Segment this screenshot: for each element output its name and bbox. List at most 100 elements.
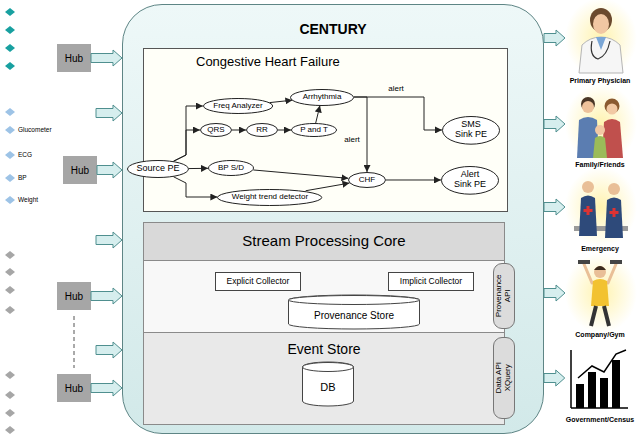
- operator-ellipse: P and T: [291, 123, 337, 137]
- red-cross: [610, 211, 619, 214]
- cylinder-body: [289, 295, 420, 329]
- hub-box: Hub: [57, 44, 91, 72]
- family-body: [593, 136, 607, 158]
- block-arrow: [544, 30, 565, 46]
- system-boundary: CENTURY Congestive Heart FailureSource PE…: [122, 4, 544, 434]
- hub-box: Hub: [57, 282, 91, 310]
- api-tab: Data API XQuery: [493, 337, 515, 419]
- sensor-diamond: [5, 62, 15, 70]
- flow-arrow: [354, 97, 442, 130]
- sensor-diamond: [5, 174, 15, 182]
- picture-glow: [565, 167, 637, 247]
- operator-label: CHF: [359, 176, 375, 185]
- sensor-diamond: [5, 8, 15, 16]
- sensor-label: Weight: [18, 196, 38, 203]
- recipient-caption: Company/Gym: [575, 331, 624, 339]
- ellipse-shape: [201, 124, 232, 137]
- medic-face: [608, 183, 620, 195]
- block-arrow: [544, 199, 565, 215]
- event-store-band: Event StoreDBData API XQuery: [143, 332, 505, 425]
- ellipse-shape: [292, 124, 337, 137]
- continuation-dashes: [74, 316, 75, 368]
- operator-label: Weight trend detector: [232, 193, 308, 202]
- operator-ellipse: Weight trend detector: [217, 189, 322, 206]
- core-panel: Stream Processing CoreExplicit Collector…: [143, 222, 505, 425]
- sensor-label: BP: [18, 174, 27, 181]
- ellipse-shape: [443, 116, 500, 144]
- input-block-arrow: [96, 105, 122, 121]
- band-rule: [144, 260, 504, 261]
- sensor-diamond: [5, 286, 15, 294]
- input-block-arrow: [96, 342, 122, 358]
- family-face: [595, 125, 605, 135]
- recipient-caption: Primary Physician: [570, 77, 631, 85]
- band-fill: [144, 260, 504, 332]
- input-block-arrow: [96, 232, 122, 248]
- dumbbell: [610, 260, 622, 264]
- picture-glow: [565, 84, 637, 164]
- census-bar: [600, 378, 608, 408]
- db-label: DB: [320, 381, 335, 393]
- sensor-diamond: [5, 251, 15, 259]
- sensor-label: Glucometer: [18, 126, 52, 133]
- store-title: Event Store: [287, 342, 360, 357]
- sensor-label: ECG: [18, 151, 32, 158]
- ellipse-shape: [442, 166, 499, 194]
- api-label: Provenance API: [495, 273, 513, 319]
- system-title: CENTURY: [299, 22, 366, 37]
- athlete-leg: [591, 306, 596, 326]
- sensor-diamond: [5, 426, 15, 434]
- cylinder-rim: [303, 363, 354, 372]
- application-panel: Congestive Heart FailureSource PEFreq An…: [143, 48, 508, 212]
- flow-arrow: [232, 130, 246, 131]
- operator-label: Arrhythmia: [303, 93, 342, 102]
- recipient-caption: Government/Census: [566, 416, 634, 424]
- census-bar: [576, 384, 584, 408]
- flow-arrow: [354, 97, 367, 172]
- ellipse-shape: [349, 173, 386, 188]
- stethoscope: [591, 41, 610, 59]
- collector-box: Implicit Collector: [388, 272, 474, 291]
- api-label: Data API XQuery: [495, 360, 513, 396]
- core-title: Stream Processing Core: [242, 233, 405, 250]
- physician-face: [593, 14, 609, 34]
- census-trend: [578, 350, 626, 378]
- physician-shirt: [596, 37, 606, 50]
- recipient-caption: Family/Friends: [575, 161, 624, 169]
- sink-label: SMS Sink PE: [453, 120, 489, 140]
- ellipse-shape: [209, 161, 254, 176]
- medic-face: [582, 181, 594, 193]
- sensor-diamond: [5, 108, 15, 116]
- flow-arrow: [174, 130, 200, 161]
- operator-label: QRS: [207, 126, 224, 135]
- sink-ellipse: Alert Sink PE: [441, 166, 499, 195]
- flow-arrow: [174, 177, 218, 197]
- sensor-diamond: [5, 306, 15, 314]
- operator-label: BP S/D: [218, 164, 244, 173]
- flow-arrow: [306, 183, 350, 191]
- dumbbell: [578, 260, 590, 264]
- census-ground: [568, 346, 630, 412]
- sensor-diamond: [5, 126, 15, 134]
- flow-arrow: [316, 105, 320, 123]
- medic-body: [605, 198, 623, 239]
- family-face: [607, 104, 618, 115]
- operator-ellipse: CHF: [348, 172, 386, 188]
- operator-ellipse: QRS: [200, 123, 232, 137]
- operator-ellipse: Freq Analyzer: [203, 98, 273, 114]
- sensor-diamond: [5, 44, 15, 52]
- flow-arrow: [270, 100, 293, 102]
- store-cylinder: Provenance Store: [288, 295, 420, 329]
- cylinder-rim: [289, 296, 420, 305]
- sensor-diamond: [5, 151, 15, 159]
- recipient-picture: Government/Census: [565, 345, 635, 424]
- flow-arrow: [386, 179, 441, 180]
- flow-arrow: [278, 130, 291, 131]
- medic-body: [579, 196, 597, 237]
- ellipse-shape: [218, 189, 322, 205]
- db-cylinder: DB: [302, 362, 354, 406]
- athlete-face: [594, 266, 606, 278]
- athlete-arm: [608, 264, 616, 283]
- block-arrow: [544, 370, 565, 386]
